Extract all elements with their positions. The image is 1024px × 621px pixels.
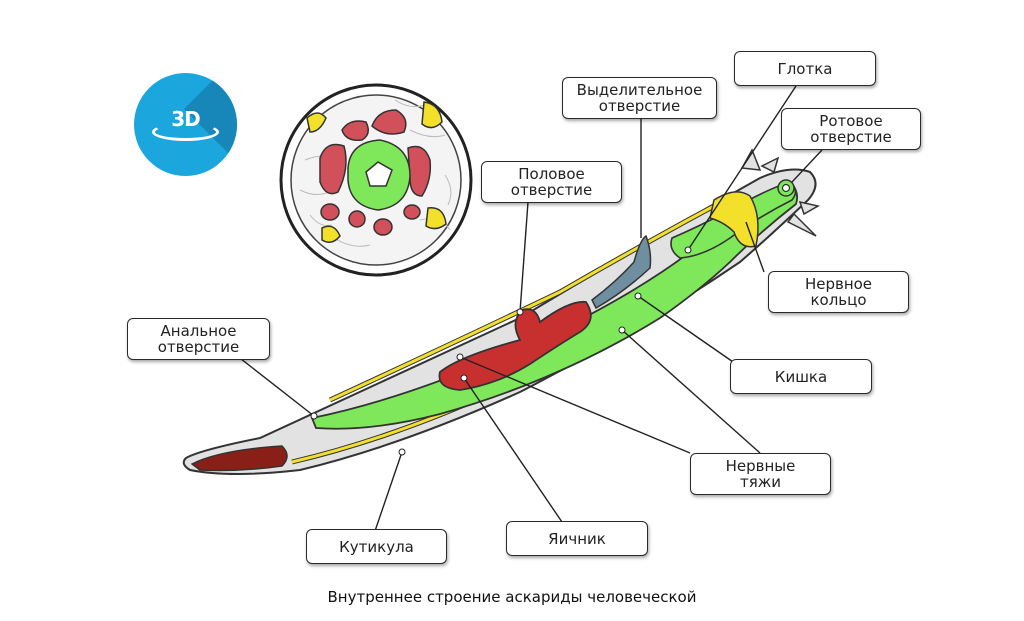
label-rotovoe-otverstie: Ротовое отверстие <box>781 108 921 150</box>
figure-caption: Внутреннее строение аскариды человеческо… <box>327 588 697 606</box>
badge-rotate-ring <box>152 123 219 141</box>
leader-dots <box>310 246 692 456</box>
label-nervnye-tyazhi: Нервные тяжи <box>690 453 831 495</box>
label-analnoe-otverstie: Анальное отверстие <box>127 318 270 360</box>
leader-lines <box>235 85 823 532</box>
label-vydelitelnoe-otverstie: Выделительное отверстие <box>562 77 717 119</box>
label-glotka: Глотка <box>734 51 876 86</box>
worm-body <box>182 148 821 475</box>
label-kishka: Кишка <box>730 359 872 394</box>
label-yaichnik: Яичник <box>506 521 648 556</box>
label-polovoe-otverstie: Половое отверстие <box>481 161 622 203</box>
badge-text: 3D <box>171 106 201 131</box>
label-nervnoe-kolco: Нервное кольцо <box>768 271 909 313</box>
3d-badge-icon: 3D <box>134 73 237 176</box>
cross-section <box>279 83 473 277</box>
label-kutikula: Кутикула <box>306 529 447 564</box>
